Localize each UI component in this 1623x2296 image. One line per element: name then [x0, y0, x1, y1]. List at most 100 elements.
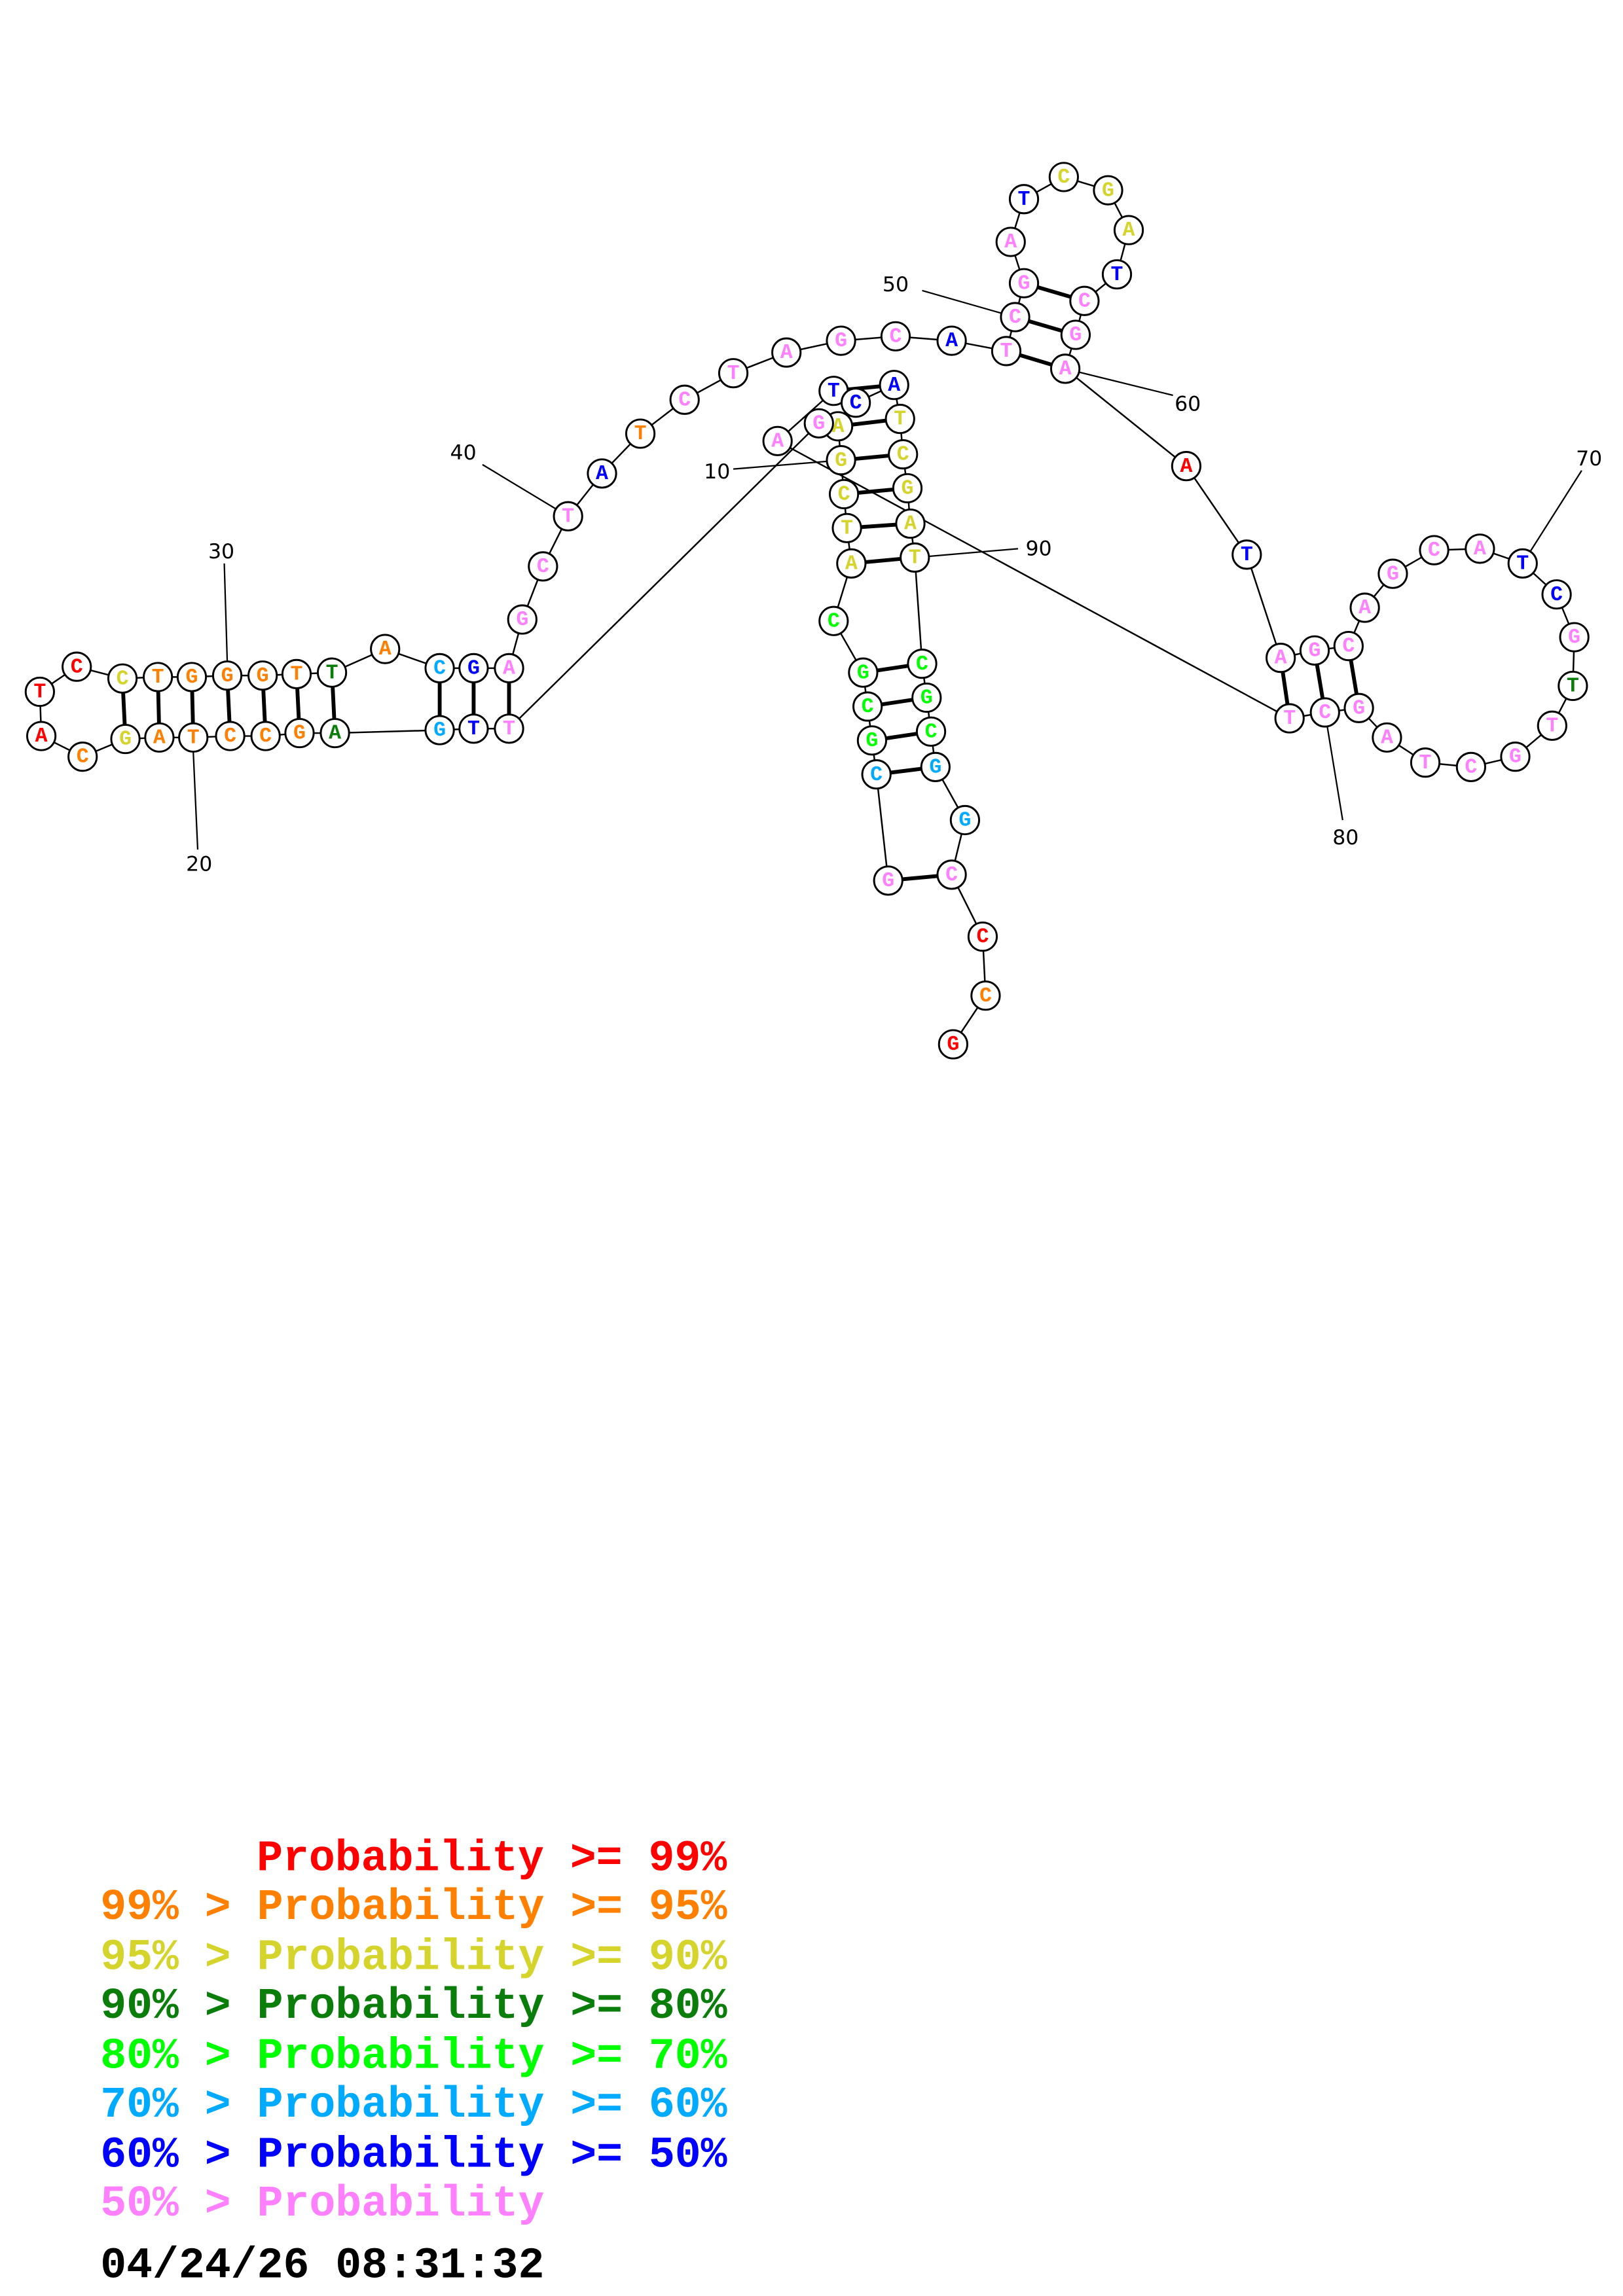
nucleotide-71: C — [1541, 579, 1572, 610]
nucleotide-circle — [907, 649, 938, 679]
nucleotide-circle — [1309, 697, 1340, 728]
nucleotide-letter: G — [947, 1033, 959, 1056]
nucleotide-49: T — [991, 336, 1022, 367]
nucleotide-letter: G — [1309, 639, 1321, 662]
nucleotide-circle — [1008, 184, 1040, 215]
nucleotide-circle — [1069, 285, 1100, 316]
nucleotide-letter: G — [1018, 272, 1030, 295]
nucleotide-26: C — [62, 651, 92, 682]
nucleotide-letter: G — [835, 450, 847, 473]
nucleotide-circle — [669, 384, 700, 415]
nucleotide-letter: G — [1353, 697, 1365, 720]
nucleotide-circle — [852, 691, 883, 722]
position-label-90: 90 — [1025, 537, 1051, 560]
nucleotide-88: G — [892, 473, 923, 504]
nucleotide-circle — [26, 721, 57, 751]
nucleotide-circle — [62, 651, 92, 682]
nucleotide-letter: G — [902, 478, 914, 501]
nucleotide-50: C — [1000, 302, 1030, 332]
nucleotide-65: C — [1333, 630, 1364, 662]
nucleotide-circle — [316, 657, 348, 688]
position-leader-line — [192, 752, 199, 850]
position-label-40: 40 — [450, 441, 477, 465]
backbone-link — [1185, 465, 1248, 556]
nucleotide-letter: G — [433, 719, 446, 742]
backbone — [39, 176, 1575, 1045]
nucleotide-24: A — [26, 721, 57, 751]
nucleotide-letter: T — [1516, 553, 1529, 576]
legend-entry-50: 60% > Probability >= 50% — [100, 2131, 727, 2180]
nucleotide-91: C — [907, 649, 938, 679]
nucleotide-16: A — [319, 717, 350, 749]
nucleotide-circle — [284, 717, 315, 749]
probability-legend: Probability >= 99% 99% > Probability >= … — [100, 1835, 727, 2229]
nucleotide-letter: G — [221, 665, 234, 688]
nucleotide-letter: G — [866, 730, 878, 753]
nucleotide-circle — [888, 439, 919, 470]
nucleotide-circle — [1410, 747, 1441, 778]
nucleotide-circle — [879, 370, 909, 401]
nucleotide-23: C — [67, 742, 98, 772]
nucleotide-letter: G — [1069, 324, 1082, 347]
nucleotide-86: T — [884, 403, 915, 435]
nucleotide-letter: T — [1567, 675, 1579, 698]
nucleotide-letter: C — [828, 610, 840, 633]
nucleotide-78: A — [1372, 722, 1402, 753]
legend-entry-80: 90% > Probability >= 80% — [100, 1982, 727, 2031]
nucleotide-letter: G — [516, 609, 528, 632]
nucleotide-letter: C — [678, 389, 691, 412]
backbone-link — [875, 774, 889, 881]
nucleotide-circle — [915, 716, 947, 747]
nucleotide-96: C — [936, 859, 967, 890]
nucleotide-letter: C — [925, 721, 938, 744]
nucleotide-33: T — [316, 657, 348, 688]
nucleotide-circle — [458, 653, 489, 683]
nucleotide-letter: A — [1381, 726, 1393, 749]
nucleotide-circle — [1101, 259, 1133, 290]
nucleotide-circle — [1093, 175, 1123, 206]
nucleotide-51: G — [1008, 268, 1040, 298]
backbone-link — [777, 440, 1290, 719]
nucleotide-letter: C — [1428, 539, 1440, 562]
nucleotide-circle — [370, 634, 401, 664]
legend-entry-95: 99% > Probability >= 95% — [100, 1883, 727, 1932]
legend-entry-60: 70% > Probability >= 60% — [100, 2081, 727, 2130]
nucleotide-letter: C — [838, 484, 850, 507]
nucleotide-letter: G — [186, 666, 198, 689]
nucleotide-9: C — [828, 478, 860, 510]
nucleotide-letter: T — [1241, 544, 1253, 567]
nucleotide-letter: A — [329, 723, 341, 745]
backbone-link — [1246, 554, 1282, 658]
nucleotide-67: G — [1377, 558, 1408, 589]
nucleotide-circle — [507, 604, 538, 635]
legend-entry-below-50: 50% > Probability — [100, 2179, 544, 2229]
nucleotide-circle — [553, 501, 583, 531]
nucleotide-41: A — [587, 458, 617, 489]
nucleotide-circle — [1537, 710, 1567, 741]
nucleotide-circle — [828, 478, 860, 510]
nucleotide-circle — [836, 548, 867, 579]
nucleotide-circle — [936, 859, 967, 890]
nucleotide-14: T — [458, 713, 489, 744]
nucleotide-61: A — [1171, 451, 1202, 482]
nucleotide-letter: T — [828, 380, 840, 403]
nucleotide-letter: C — [77, 746, 89, 769]
nucleotide-letter: G — [958, 810, 971, 833]
timestamp: 04/24/26 08:31:32 — [100, 2242, 544, 2291]
nucleotide-1: G — [873, 865, 903, 896]
nucleotide-circle — [1343, 692, 1374, 723]
nucleotide-letter: C — [976, 926, 989, 949]
legend-entry-99: Probability >= 99% — [257, 1835, 727, 1884]
nucleotide-circle — [936, 325, 967, 356]
nucleotide-letter: A — [771, 430, 784, 453]
nucleotide-circle — [1048, 162, 1079, 192]
nucleotide-circle — [625, 418, 656, 449]
nucleotide-circle — [424, 715, 455, 745]
nucleotide-letter: A — [904, 513, 917, 536]
nucleotide-letter: A — [153, 726, 166, 749]
nucleotide-2: C — [861, 759, 892, 790]
nucleotide-letter: C — [850, 392, 862, 415]
nucleotide-circle — [841, 387, 871, 418]
nucleotide-letter: T — [909, 547, 921, 569]
nucleotide-circle — [920, 751, 951, 782]
